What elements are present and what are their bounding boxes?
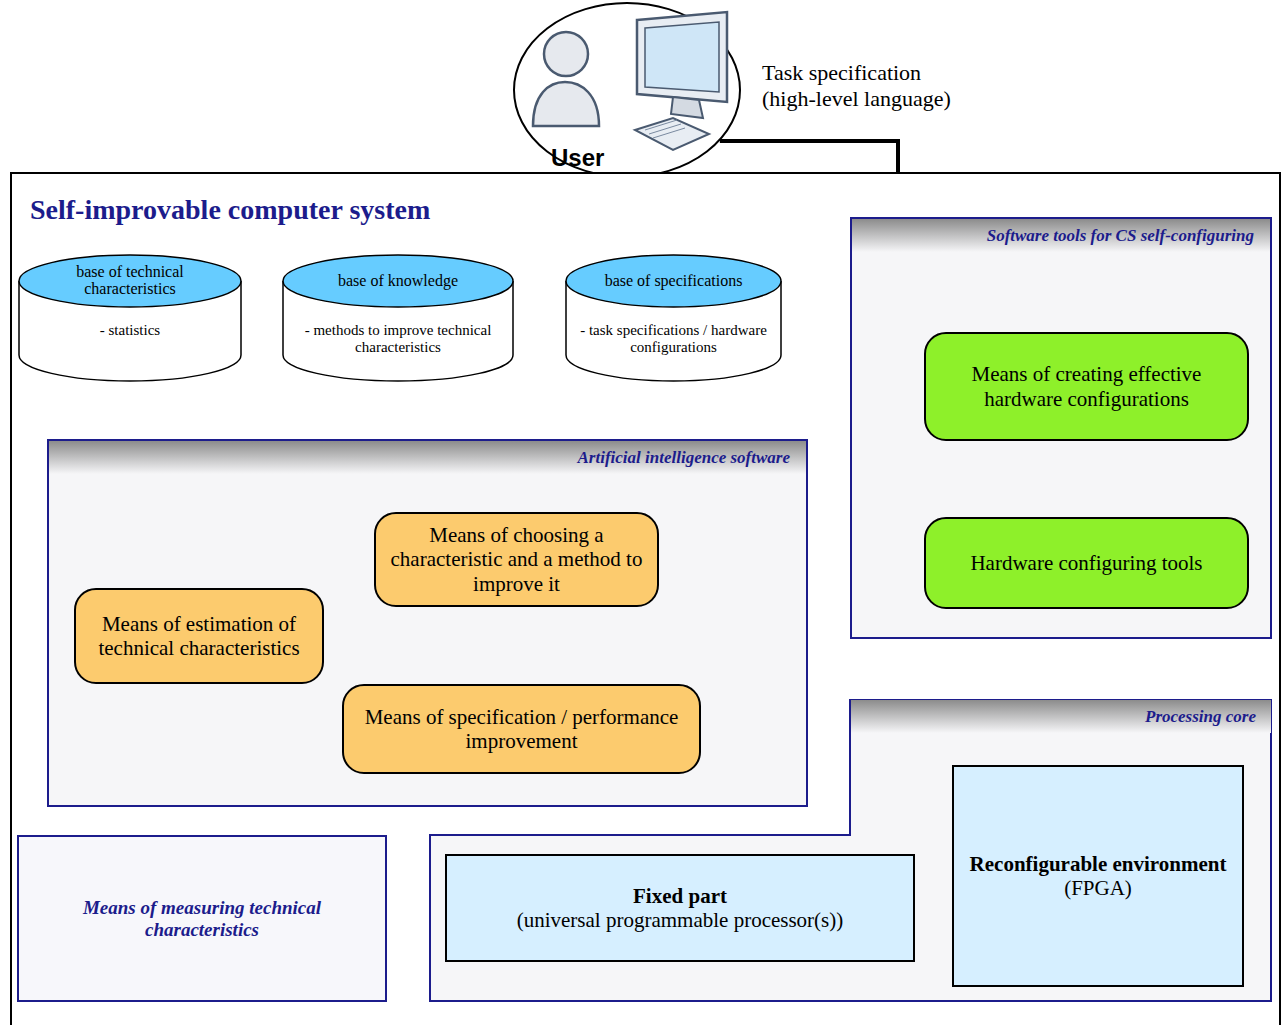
user-illustration: [513, 2, 741, 178]
database-title: base of specifications: [565, 254, 782, 308]
edge-label-holder: Task specification (high-level language): [762, 60, 980, 113]
database-cylinder: base of specifications - task specificati…: [565, 254, 782, 382]
process-box: Means of creating effective hardware con…: [924, 332, 1249, 441]
database-cylinder: base of knowledge - methods to improve te…: [282, 254, 514, 382]
process-box: Means of estimation of technical charact…: [74, 588, 324, 684]
user-ellipse: User: [513, 2, 741, 178]
group-panel: Software tools for CS self-configuringMe…: [850, 217, 1272, 639]
hardware-box: Reconfigurable environment(FPGA): [952, 765, 1244, 987]
title-holder: Processing core: [850, 699, 1260, 733]
group-title: Artificial intelligence software: [574, 441, 794, 474]
edge-label: Task specification (high-level language): [762, 60, 980, 113]
box-sublabel: (universal programmable processor(s)): [517, 908, 844, 932]
group-title: Software tools for CS self-configuring: [983, 219, 1258, 252]
process-box: Means of choosing a characteristic and a…: [374, 512, 659, 607]
process-box: Means of specification / performance imp…: [342, 684, 701, 774]
database-title: base of knowledge: [282, 254, 514, 308]
hardware-box: Fixed part(universal programmable proces…: [445, 854, 915, 962]
box-label: Means of creating effective hardware con…: [940, 362, 1233, 410]
database-cylinder: base of technical characteristics - stati…: [18, 254, 242, 382]
group-title: Processing core: [1141, 700, 1260, 733]
database-content: - statistics: [18, 322, 242, 339]
box-label: Means of choosing a characteristic and a…: [390, 523, 643, 595]
box-label: Means of measuring technical characteris…: [33, 897, 371, 941]
box-label: Means of specification / performance imp…: [358, 705, 685, 753]
process-box: Hardware configuring tools: [924, 517, 1249, 609]
box-sublabel: (FPGA): [1064, 876, 1132, 900]
measure-box: Means of measuring technical characteris…: [17, 835, 387, 1002]
database-title: base of technical characteristics: [18, 254, 242, 308]
box-label: Reconfigurable environment: [970, 852, 1227, 876]
box-label: Hardware configuring tools: [970, 551, 1202, 575]
system-frame: Self-improvable computer systembase of t…: [10, 172, 1281, 1025]
database-content: - task specifications / hardware configu…: [565, 322, 782, 357]
box-label: User: [551, 144, 604, 172]
group-panel: Artificial intelligence softwareMeans of…: [47, 439, 808, 807]
box-label: Means of estimation of technical charact…: [90, 612, 308, 660]
box-label: Fixed part: [633, 884, 727, 908]
database-content: - methods to improve technical character…: [282, 322, 514, 357]
